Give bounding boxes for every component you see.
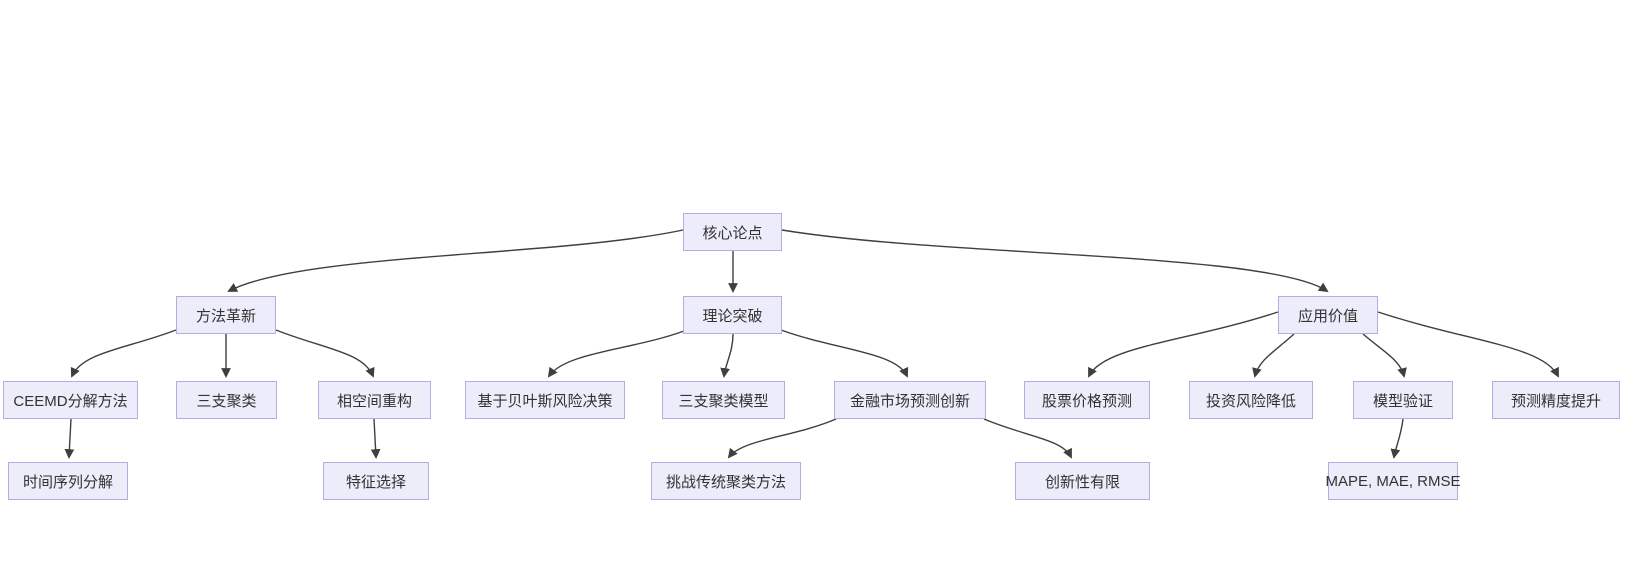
edge-value-to-pred-acc — [1377, 311, 1559, 378]
node-label: 预测精度提升 — [1510, 392, 1601, 410]
node-phase-space-reconstruction: 相空间重构 — [318, 381, 431, 419]
node-label: 应用价值 — [1297, 307, 1358, 325]
node-investment-risk-reduction: 投资风险降低 — [1189, 381, 1313, 419]
edge-method-to-ceemd — [70, 329, 177, 378]
edge-core-to-method — [227, 229, 684, 292]
edge-core-to-value — [781, 229, 1329, 293]
node-label: CEEMD分解方法 — [13, 392, 128, 410]
node-three-way-clustering-model: 三支聚类模型 — [662, 381, 785, 419]
edge-ceemd-to-time-series — [64, 418, 75, 459]
node-label: 三支聚类模型 — [678, 392, 769, 410]
node-three-way-clustering: 三支聚类 — [176, 381, 277, 419]
edge-phase-space-to-feature-sel — [370, 418, 381, 459]
edge-value-to-model-valid — [1362, 333, 1407, 378]
edge-theory-to-three-way-model — [720, 333, 734, 378]
node-bayesian-risk-decision: 基于贝叶斯风险决策 — [465, 381, 625, 419]
node-prediction-accuracy-improvement: 预测精度提升 — [1492, 381, 1620, 419]
node-financial-market-forecast-innovation: 金融市场预测创新 — [834, 381, 986, 419]
node-label: 挑战传统聚类方法 — [665, 473, 786, 491]
node-theory-breakthrough: 理论突破 — [683, 296, 782, 334]
edge-theory-to-bayes — [547, 330, 685, 378]
node-label: MAPE, MAE, RMSE — [1325, 472, 1461, 490]
node-method-innovation: 方法革新 — [176, 296, 276, 334]
node-label: 投资风险降低 — [1205, 392, 1296, 410]
node-label: 特征选择 — [345, 473, 406, 491]
edge-fin-forecast-to-challenge — [727, 418, 837, 459]
edge-model-valid-to-metrics — [1390, 418, 1404, 459]
edge-value-to-stock — [1088, 311, 1279, 378]
node-label: 创新性有限 — [1044, 473, 1120, 491]
edge-value-to-invest-risk — [1252, 333, 1295, 378]
node-label: 理论突破 — [702, 307, 763, 325]
node-label: 基于贝叶斯风险决策 — [477, 392, 613, 410]
node-time-series-decomposition: 时间序列分解 — [8, 462, 128, 500]
node-ceemd-decomposition: CEEMD分解方法 — [3, 381, 138, 419]
node-label: 三支聚类 — [196, 392, 257, 410]
node-stock-price-prediction: 股票价格预测 — [1024, 381, 1150, 419]
node-label: 股票价格预测 — [1041, 392, 1132, 410]
node-limited-innovation: 创新性有限 — [1015, 462, 1150, 500]
node-label: 模型验证 — [1372, 392, 1433, 410]
node-feature-selection: 特征选择 — [323, 462, 429, 500]
node-challenge-traditional-clustering: 挑战传统聚类方法 — [651, 462, 801, 500]
node-model-validation: 模型验证 — [1353, 381, 1453, 419]
edge-theory-to-fin-forecast — [780, 329, 909, 378]
node-label: 金融市场预测创新 — [849, 392, 970, 410]
node-core-argument: 核心论点 — [683, 213, 782, 251]
node-application-value: 应用价值 — [1278, 296, 1378, 334]
edge-fin-forecast-to-limited — [983, 418, 1072, 459]
node-mape-mae-rmse-metrics: MAPE, MAE, RMSE — [1325, 462, 1461, 500]
node-label: 相空间重构 — [336, 392, 412, 410]
node-label: 方法革新 — [195, 307, 256, 325]
edge-method-to-phase-space — [275, 329, 375, 378]
node-label: 时间序列分解 — [22, 473, 113, 491]
node-label: 核心论点 — [702, 224, 763, 242]
